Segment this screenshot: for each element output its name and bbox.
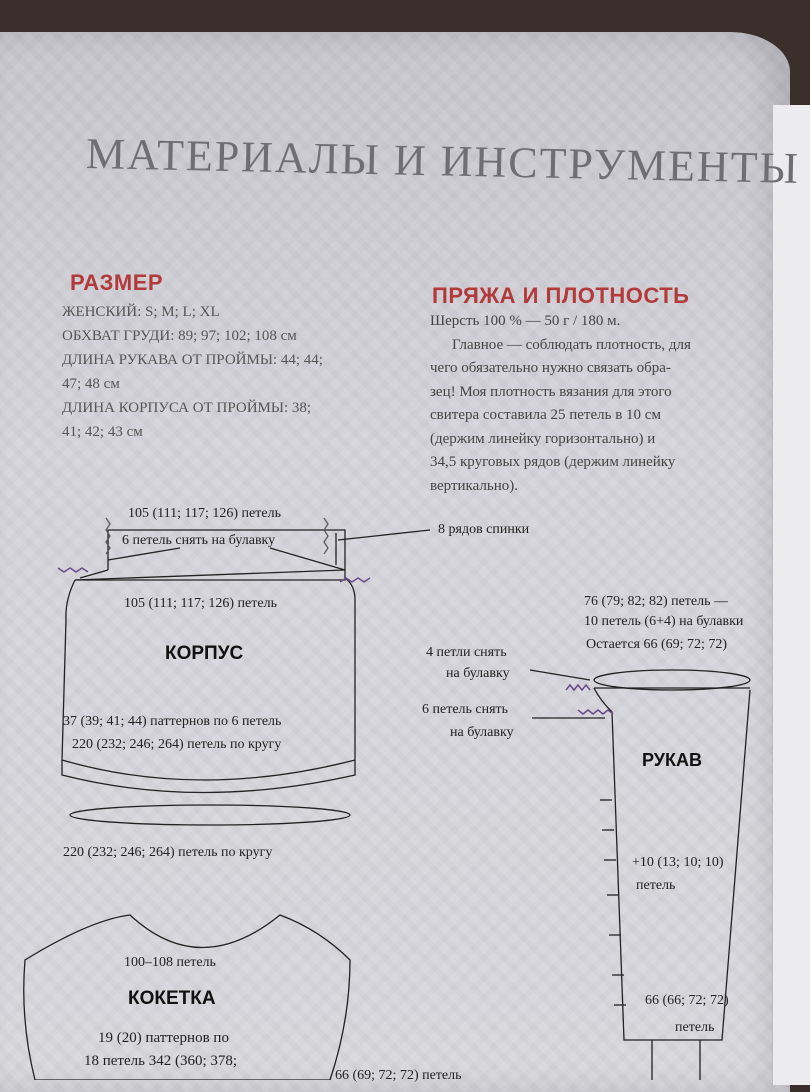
body-shoulder-left	[79, 569, 109, 579]
sleeve-body	[593, 687, 751, 1041]
sleeve-top-ellipse	[593, 669, 751, 691]
sleeve-increase-line2: петель	[636, 878, 676, 893]
sleeve-top-line1: 76 (79; 82; 82) петель —	[584, 594, 729, 609]
yoke-neck-stitches: 100–108 петель	[124, 955, 216, 970]
body-round-total: 220 (232; 246; 264) петель по кругу	[72, 737, 282, 752]
body-lower-band	[61, 760, 356, 794]
sleeve-top-line3: Остается 66 (69; 72; 72)	[586, 637, 728, 652]
yarn-line: вертикально).	[430, 477, 518, 494]
body-inner-stitches: 105 (111; 117; 126) петель	[124, 596, 277, 611]
body-hem-ellipse	[69, 804, 351, 826]
sleeve-remove6-line2: на булавку	[450, 725, 514, 740]
size-line: 47; 48 см	[62, 376, 120, 392]
yoke-outline	[23, 914, 351, 1080]
yarn-line: (держим линейку горизонтально) и	[430, 430, 656, 447]
remove4-pointer	[529, 669, 591, 681]
yarn-line: 34,5 круговых рядов (держим линейку	[430, 454, 676, 470]
sleeve-top-line2: 10 петель (6+4) на булавки	[584, 614, 744, 629]
sleeve-remove4-line1: 4 петли снять	[426, 645, 507, 660]
size-line: 41; 42; 43 см	[62, 424, 143, 440]
size-line: ДЛИНА КОРПУСА ОТ ПРОЙМЫ: 38;	[62, 400, 312, 416]
yarn-line: свитера составила 25 петель в 10 см	[430, 407, 661, 423]
yarn-details: Шерсть 100 % — 50 г / 180 м. Главное — с…	[430, 310, 760, 498]
book-page	[0, 32, 790, 1092]
sleeve-cuff-line2: петель	[675, 1020, 715, 1035]
body-back-rows: 8 рядов спинки	[438, 522, 530, 537]
yarn-heading: ПРЯЖА И ПЛОТНОСТЬ	[432, 283, 690, 308]
sleeve-increase-line1: +10 (13; 10; 10)	[632, 855, 724, 870]
sleeve-remove6-line1: 6 петель снять	[422, 702, 509, 717]
sleeve-cuff-line1: 66 (66; 72; 72)	[645, 993, 729, 1008]
body-top-stitches: 105 (111; 117; 126) петель	[128, 506, 281, 521]
size-heading: РАЗМЕР	[70, 270, 164, 295]
yoke-bottom-partial: 66 (69; 72; 72) петель	[335, 1068, 462, 1083]
yarn-line: Шерсть 100 % — 50 г / 180 м.	[430, 313, 621, 329]
yoke-patterns-line1: 19 (20) паттернов по	[98, 1030, 229, 1046]
yoke-patterns-line2: 18 петель 342 (360; 378;	[84, 1053, 238, 1069]
stitch-marker-left	[57, 567, 89, 573]
body-right-zigzag	[323, 517, 329, 555]
yoke-name: КОКЕТКА	[128, 988, 216, 1009]
sleeve-remove4-line2: на булавку	[446, 666, 510, 681]
body-bottom-count: 220 (232; 246; 264) петель по кругу	[63, 845, 273, 860]
next-page-edge	[772, 105, 810, 1085]
stitch-marker-right	[339, 577, 371, 583]
size-line: ОБХВАТ ГРУДИ: 89; 97; 102; 108 см	[62, 328, 297, 344]
body-cylinder	[61, 577, 356, 781]
yarn-line: Главное — соблюдать плотность, для	[452, 336, 691, 353]
body-top-line	[74, 569, 346, 581]
body-name: КОРПУС	[165, 643, 244, 664]
size-details: ЖЕНСКИЙ: S; M; L; XL ОБХВАТ ГРУДИ: 89; 9…	[62, 300, 402, 444]
stitch-marker-sleeve	[577, 709, 614, 715]
body-outline	[75, 529, 346, 581]
back-rows-pointer	[337, 529, 431, 541]
body-patterns: 37 (39; 41; 44) паттернов по 6 петель	[63, 714, 282, 729]
sleeve-name: РУКАВ	[642, 750, 702, 770]
body-shoulder-right2	[269, 547, 346, 571]
body-left-zigzag	[105, 517, 111, 555]
stitch-marker-sleeve-top	[565, 683, 591, 692]
yarn-line: зец! Моя плотность вязания для этого	[430, 383, 672, 400]
body-shoulder-right	[107, 547, 181, 561]
size-line: ДЛИНА РУКАВА ОТ ПРОЙМЫ: 44; 44;	[62, 352, 323, 368]
yarn-line: чего обязательно нужно связать обра-	[430, 360, 671, 376]
body-remove-six: 6 петель снять на булавку	[122, 533, 276, 548]
size-line: ЖЕНСКИЙ: S; M; L; XL	[62, 304, 220, 320]
